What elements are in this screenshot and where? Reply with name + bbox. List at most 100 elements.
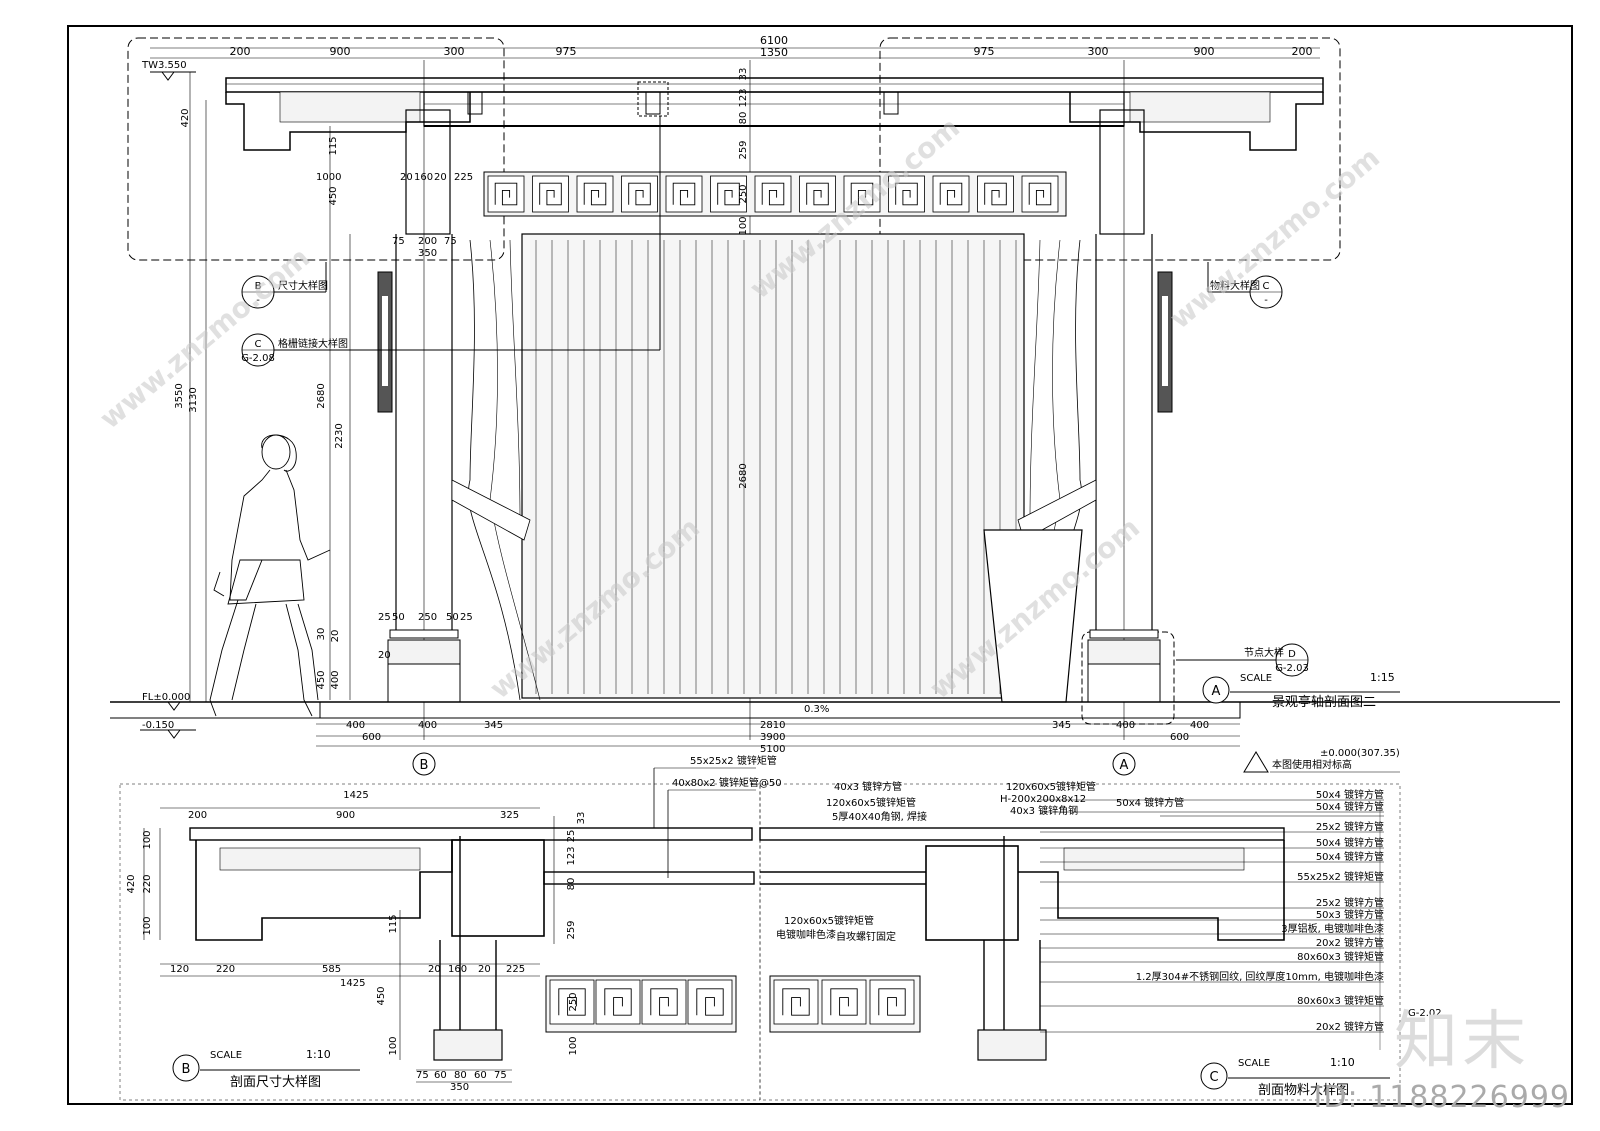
title-a-name: 景观亭轴剖面图二 — [1272, 694, 1376, 710]
c-right-label: 50x4 镀锌方管 — [1316, 836, 1384, 849]
botdim-6: 3900 — [760, 732, 785, 743]
mdim-7: 2680 — [738, 463, 749, 488]
dim-top-7: 300 — [1088, 45, 1109, 58]
mdim-3: 80 — [738, 112, 749, 125]
callout-b-id: B — [255, 281, 262, 292]
title-a-scale-label: SCALE — [1240, 673, 1272, 684]
meander-tile — [754, 175, 792, 213]
watermark-text-4: www.znzmo.com — [1163, 141, 1386, 335]
botdim-1: 400 — [346, 720, 365, 731]
callout-c-ref: G-2.08 — [241, 353, 275, 364]
vdim-10: 400 — [330, 670, 341, 689]
column-base-left — [387, 629, 461, 703]
bdim-2: 50 — [392, 612, 405, 623]
bdim-4: 50 — [446, 612, 459, 623]
vdim-5: 3130 — [188, 387, 199, 412]
b-bdim-4: 60 — [474, 1070, 487, 1081]
b-ldim-4: 1425 — [340, 978, 365, 989]
ddim-1: 1000 — [316, 172, 341, 183]
ddim-8: 350 — [418, 248, 437, 259]
mdim-6: 100 — [738, 216, 749, 235]
vdim-8: 30 — [316, 628, 327, 641]
elevation-drawing — [110, 37, 1560, 776]
main-beam — [423, 91, 1125, 127]
dim-top-total: 6100 — [760, 34, 788, 47]
ddim-2: 20 — [400, 172, 413, 183]
b-vdim-5: 33 — [576, 812, 587, 825]
b-ldim-1: 120 — [170, 964, 189, 975]
c-left-6: 自攻螺钉固定 — [836, 930, 896, 943]
callout-b-ref: - — [256, 295, 260, 306]
c-right-label: 1.2厚304#不锈钢回纹, 回纹厚度10mm, 电镀咖啡色漆 — [1136, 970, 1384, 983]
curtain-left — [468, 239, 521, 701]
title-b-name: 剖面尺寸大样图 — [230, 1075, 321, 1090]
b-vdim-9: 259 — [566, 920, 577, 939]
b-ldim-6: 160 — [448, 964, 467, 975]
vdim-1: 420 — [180, 108, 191, 127]
ddim-3: 160 — [414, 172, 433, 183]
c-center-1: 120x60x5镀锌矩管 — [1006, 780, 1096, 793]
b-topdim-1: 1425 — [343, 790, 368, 801]
column-base-right — [1087, 629, 1161, 703]
b-ldim-2: 220 — [216, 964, 235, 975]
b-ldim-7: 20 — [478, 964, 491, 975]
title-c-name: 剖面物料大样图 — [1258, 1083, 1349, 1098]
column-right — [1099, 109, 1145, 235]
meander-tile — [641, 979, 687, 1025]
b-bdim-1: 75 — [416, 1070, 429, 1081]
c-right-label: 55x25x2 镀锌矩管 — [1297, 870, 1384, 883]
c-left-4: 120x60x5镀锌矩管 — [784, 914, 874, 927]
c-center-4: 50x4 镀锌方管 — [1116, 796, 1184, 809]
bdim-1: 25 — [378, 612, 391, 623]
dim-top-8: 900 — [1194, 45, 1215, 58]
bdim-6: 20 — [378, 650, 391, 661]
c-right-label: 25x2 镀锌方管 — [1316, 820, 1384, 833]
c-right-label: 80x60x3 镀锌矩管 — [1297, 950, 1384, 963]
c-left-1: 40x3 镀锌方管 — [834, 780, 902, 793]
c-right-label: 25x2 镀锌方管 — [1316, 896, 1384, 909]
dim-top-1: 200 — [230, 45, 251, 58]
meander-tile — [487, 175, 525, 213]
b-vdim-2: 100 — [142, 830, 153, 849]
dim-top-6: 975 — [974, 45, 995, 58]
sheet-border — [67, 25, 1573, 1105]
b-vdim-3: 220 — [142, 874, 153, 893]
meander-tile — [888, 175, 925, 213]
title-a-scale: 1:15 — [1370, 671, 1395, 684]
meander-tile — [869, 979, 915, 1025]
level-fl: FL±0.000 — [142, 692, 190, 703]
c-left-2: 120x60x5镀锌矩管 — [826, 796, 916, 809]
roof-slab — [225, 77, 1324, 93]
title-b-id: B — [182, 1062, 191, 1077]
botdim-3: 400 — [418, 720, 437, 731]
b-vdim-13: 100 — [388, 1036, 399, 1055]
grille-panel — [521, 233, 1025, 699]
b-vdim-8: 80 — [566, 878, 577, 891]
column-left — [405, 109, 451, 235]
meander-tile — [595, 979, 641, 1025]
b-vdim-11: 450 — [376, 986, 387, 1005]
mdim-1: 33 — [738, 68, 749, 81]
callout-c-text: 格栅链接大样图 — [278, 337, 348, 350]
watermark-brand: 知末 — [1394, 1005, 1530, 1079]
b-bdim-2: 60 — [434, 1070, 447, 1081]
mdim-5: 250 — [738, 184, 749, 203]
detail-b-drawing — [119, 767, 761, 1101]
meander-tile — [821, 979, 867, 1025]
meander-tile — [532, 175, 569, 213]
c-right-label: 80x60x3 镀锌矩管 — [1297, 994, 1384, 1007]
b-ldim-5: 20 — [428, 964, 441, 975]
c-right-label: 50x4 镀锌方管 — [1316, 800, 1384, 813]
b-vdim-12: 250 — [568, 992, 579, 1011]
mdim-4: 259 — [738, 140, 749, 159]
c-right-label: 3厚铝板, 电镀咖啡色漆 — [1281, 922, 1384, 935]
c-center-2: H-200x200x8x12 — [1000, 794, 1086, 805]
c-right-label: 20x2 镀锌方管 — [1316, 1020, 1384, 1033]
vdim-6: 2680 — [316, 383, 327, 408]
meander-tile — [687, 979, 733, 1025]
b-topdim-2: 200 — [188, 810, 207, 821]
meander-tile — [621, 175, 658, 213]
botdim-11: 400 — [1190, 720, 1209, 731]
dim-top-9: 200 — [1292, 45, 1313, 58]
b-vdim-4: 100 — [142, 916, 153, 935]
